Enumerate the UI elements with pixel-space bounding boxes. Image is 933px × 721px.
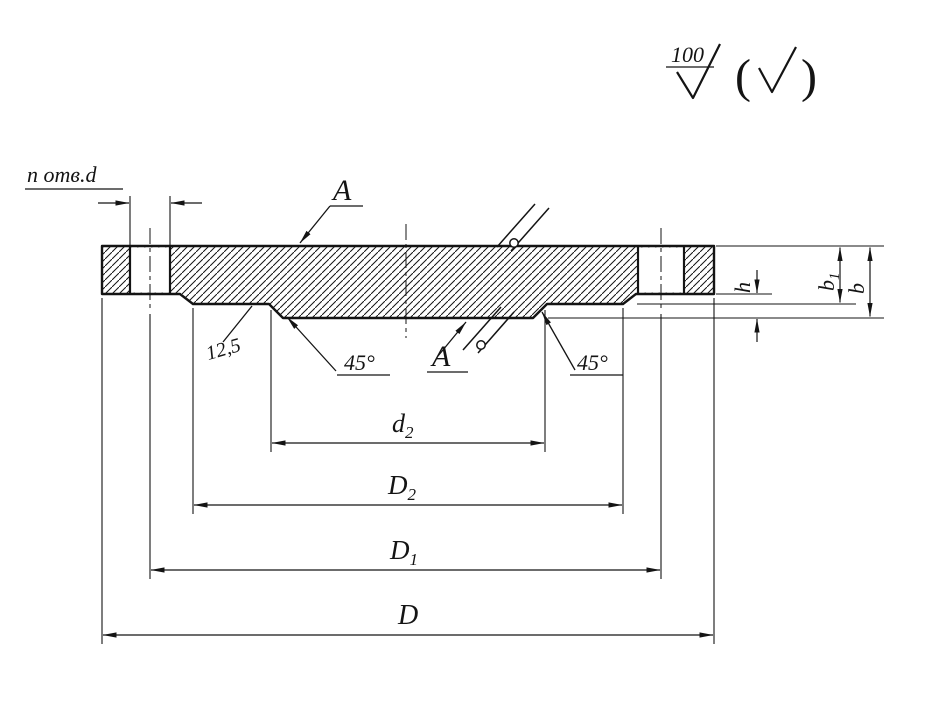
flange-section (100, 244, 716, 320)
section-plane-marks (462, 203, 550, 354)
section-a-top-label: A (331, 174, 352, 207)
mark-circle-bottom (476, 340, 486, 350)
dim-h-label: h (730, 282, 755, 293)
slash-mark-top-1 (496, 203, 536, 248)
slash-mark-bottom-1 (462, 306, 502, 351)
flange-profile-hatch (102, 246, 714, 318)
paren-close-label: ) (801, 50, 817, 103)
dim-D1-label: D1 (389, 535, 418, 569)
chamfer-right-label: 45° (577, 350, 608, 375)
dim-d2-label: d2 (392, 409, 414, 442)
holes-note-label: n отв.d (27, 162, 97, 187)
roughness-local-label: 12,5 (204, 334, 244, 365)
bolt-hole-edges (128, 246, 686, 294)
roughness-check-paren-icon (758, 46, 797, 94)
leader-chamfer-right (541, 311, 576, 371)
paren-open-label: ( (735, 50, 751, 103)
centerlines (149, 224, 662, 338)
dim-D2-label: D2 (387, 470, 417, 504)
labels: 100 ( ) n отв.d A A 12,5 45° 45° d2 D2 D… (27, 42, 869, 631)
roughness-value-label: 100 (671, 42, 704, 67)
dim-b-label: b (844, 283, 869, 294)
leader-section-a-top (299, 205, 331, 244)
dim-D-label: D (397, 600, 418, 631)
surface-finish-group (676, 43, 797, 100)
dimension-lines (98, 200, 873, 638)
extension-lines (101, 196, 884, 644)
leader-chamfer-left (286, 316, 337, 372)
flange-profile-outline (100, 244, 716, 320)
section-a-bottom-label: A (430, 340, 451, 373)
roughness-check-icon (676, 43, 721, 100)
leader-roughness (222, 305, 253, 343)
mark-circle-top (509, 238, 519, 248)
dim-b1-label: b1 (814, 273, 843, 292)
chamfer-left-label: 45° (344, 350, 375, 375)
leader-lines (25, 66, 714, 376)
leader-section-a-bottom (437, 321, 467, 357)
